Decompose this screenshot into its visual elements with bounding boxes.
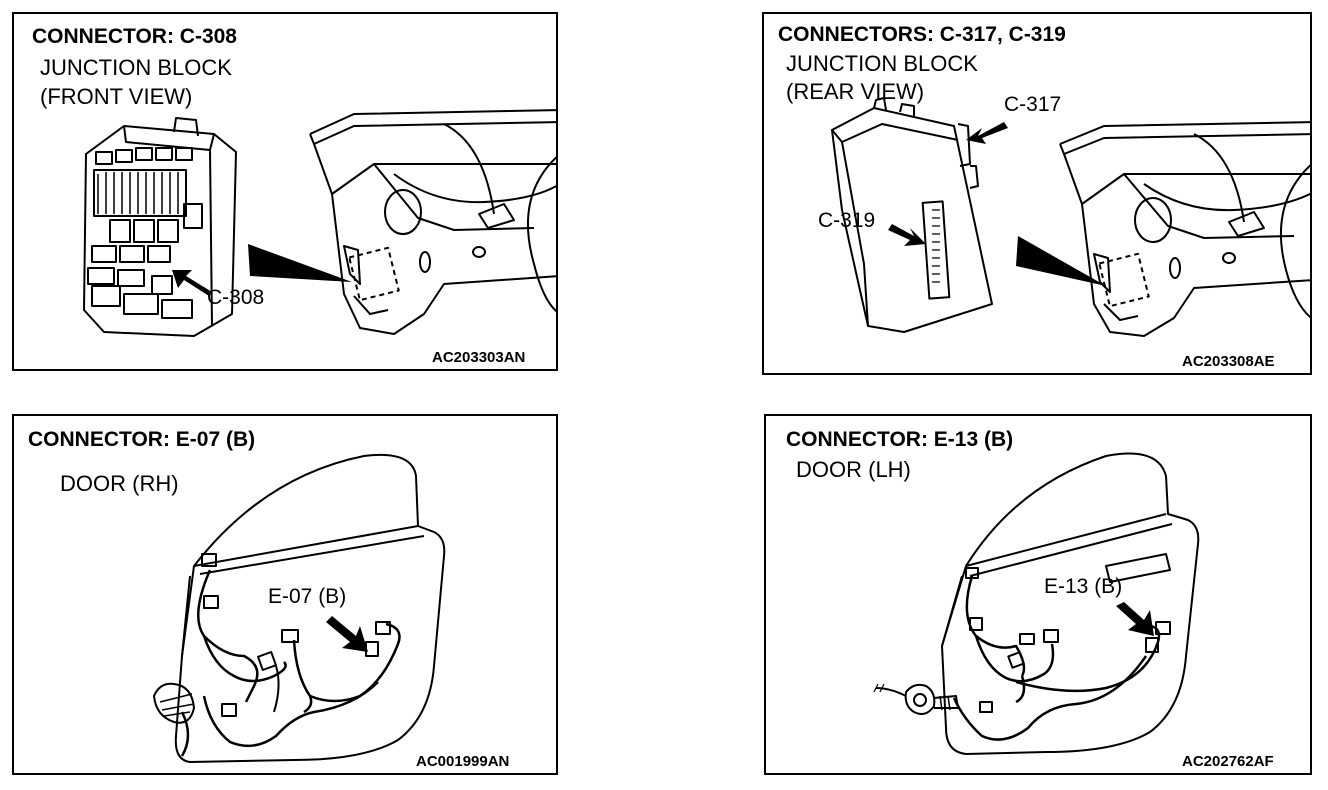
door-rh-illustration: [153, 453, 446, 763]
panel-title: CONNECTOR: E-13 (B): [786, 428, 1014, 451]
panel-subtitle-line: (REAR VIEW): [786, 79, 925, 104]
panel-connector-c308: CONNECTOR: C-308 JUNCTION BLOCK (FRONT V…: [12, 12, 558, 371]
panel-connector-c317-c319: CONNECTORS: C-317, C-319 JUNCTION BLOCK …: [762, 12, 1312, 375]
panel-subtitle-line: DOOR (RH): [60, 471, 179, 496]
callout-e13: E-13 (B): [1044, 575, 1123, 598]
panel-title: CONNECTOR: C-308: [32, 25, 237, 48]
junction-block-rear-illustration: [831, 97, 1310, 337]
junction-block-front-illustration: [83, 109, 556, 337]
panel-subtitle-line: (FRONT VIEW): [40, 84, 193, 109]
panel-title: CONNECTORS: C-317, C-319: [778, 23, 1066, 46]
callout-c317: C-317: [1004, 93, 1062, 116]
figure-code: AC202762AF: [1182, 753, 1274, 770]
door-lh-illustration: [873, 452, 1200, 755]
panel-subtitle-line: JUNCTION BLOCK: [786, 51, 978, 76]
panel-subtitle-line: DOOR (LH): [796, 457, 911, 482]
callout-c319: C-319: [818, 209, 876, 232]
figure-code: AC001999AN: [416, 753, 510, 770]
panel-subtitle-line: JUNCTION BLOCK: [40, 55, 232, 80]
figure-code: AC203308AE: [1182, 353, 1275, 370]
panel-connector-e07: CONNECTOR: E-07 (B) DOOR (RH) E-07 (B) A…: [12, 414, 558, 775]
figure-code: AC203303AN: [432, 349, 526, 366]
callout-c308: C-308: [207, 286, 265, 309]
panel-connector-e13: CONNECTOR: E-13 (B) DOOR (LH) E-13 (B) A…: [764, 414, 1312, 775]
callout-e07: E-07 (B): [268, 585, 347, 608]
panel-title: CONNECTOR: E-07 (B): [28, 428, 256, 451]
